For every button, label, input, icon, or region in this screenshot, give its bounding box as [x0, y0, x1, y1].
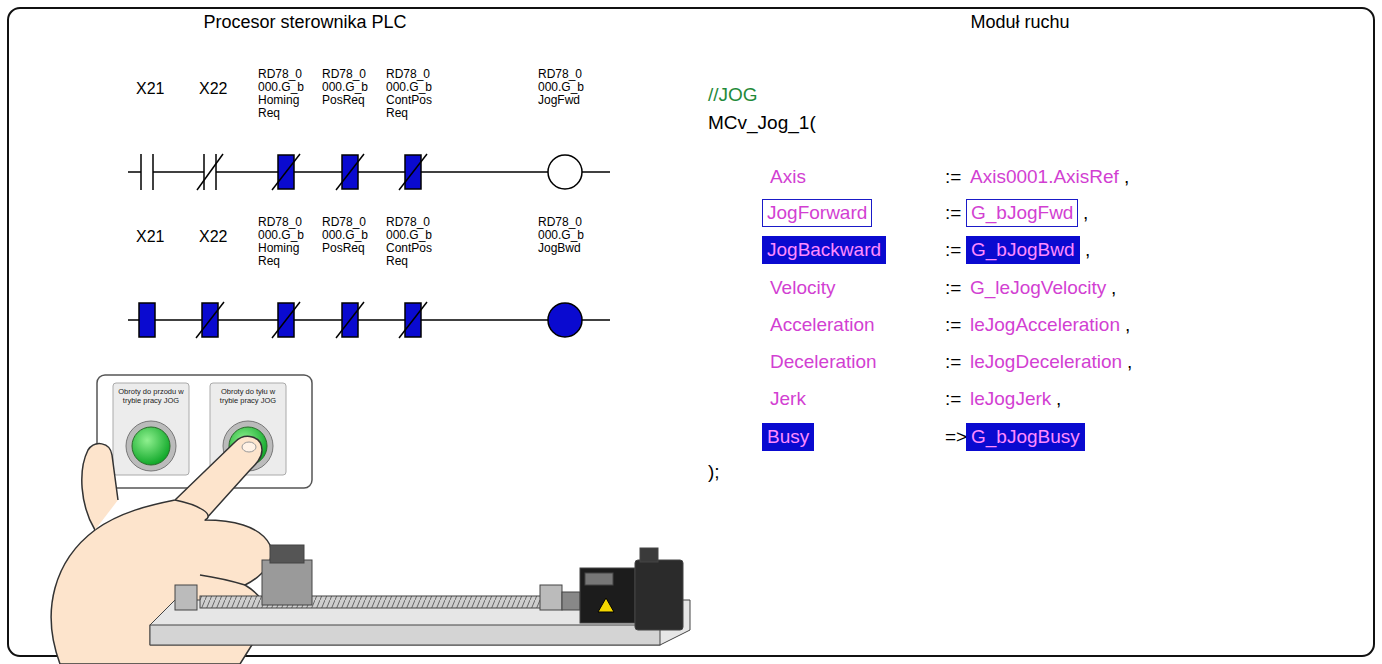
parameter-value: G_leJogVelocity [970, 276, 1106, 300]
separator-comma: , [1083, 201, 1088, 225]
function-block-call: MCv_Jog_1( [708, 111, 816, 135]
variable-box: G_bJogFwd [966, 199, 1078, 227]
code-token: G_bJogFwd [971, 202, 1073, 223]
section-title: Moduł ruchu [895, 12, 1145, 33]
parameter-name: Axis [770, 165, 806, 189]
output-operator: => [945, 425, 967, 449]
contact-label: RD78_0 000.G_b PosReq [322, 216, 374, 255]
separator-comma: , [1124, 165, 1129, 189]
parameter-name: Acceleration [770, 313, 875, 337]
assign-operator: := [945, 276, 961, 300]
separator-comma: , [1125, 313, 1130, 337]
contact-label: RD78_0 000.G_b ContPos Req [386, 68, 438, 120]
code-token: G_bJogBusy [971, 426, 1080, 447]
variable-box: G_bJogBwd [966, 236, 1080, 264]
assign-operator: := [945, 201, 961, 225]
section-title: Procesor sterownika PLC [180, 12, 430, 33]
ball-screw-stage [150, 545, 690, 645]
code-close: ); [708, 460, 720, 484]
coil-label: RD78_0 000.G_b JogFwd [538, 68, 590, 107]
parameter-name-box: JogForward [762, 199, 872, 227]
code-token: JogForward [767, 202, 867, 223]
separator-comma: , [1127, 350, 1132, 374]
parameter-value: leJogDeceleration [970, 350, 1122, 374]
code-token: G_bJogBwd [971, 239, 1075, 260]
contact-label: RD78_0 000.G_b Homing Req [258, 68, 310, 120]
assign-operator: := [945, 313, 961, 337]
code-comment: //JOG [708, 83, 758, 107]
assign-operator: := [945, 238, 961, 262]
contact-label: RD78_0 000.G_b PosReq [322, 68, 374, 107]
separator-comma: , [1056, 387, 1061, 411]
assign-operator: := [945, 387, 961, 411]
ladder-rung [128, 154, 610, 190]
parameter-name: Velocity [770, 276, 835, 300]
button-label: Obroty do przodu w trybie pracy JOG [118, 388, 184, 405]
contact-label: X21 [136, 80, 164, 98]
separator-comma: , [1111, 276, 1116, 300]
coil-label: RD78_0 000.G_b JogBwd [538, 216, 590, 255]
contact-label: X22 [199, 80, 227, 98]
contact-label: RD78_0 000.G_b ContPos Req [386, 216, 438, 268]
code-token: JogBackward [767, 239, 881, 260]
parameter-value: leJogJerk [970, 387, 1051, 411]
ladder-rung [128, 302, 610, 338]
button-label: Obroty do tyłu w trybie pracy JOG [215, 388, 281, 405]
parameter-name: Jerk [770, 387, 806, 411]
contact-label: X21 [136, 228, 164, 246]
assign-operator: := [945, 350, 961, 374]
parameter-name: Deceleration [770, 350, 877, 374]
assign-operator: := [945, 165, 961, 189]
contact-label: X22 [199, 228, 227, 246]
parameter-name-box: Busy [762, 423, 814, 451]
parameter-name-box: JogBackward [762, 236, 886, 264]
parameter-value: Axis0001.AxisRef [970, 165, 1119, 189]
separator-comma: , [1085, 238, 1090, 262]
variable-box: G_bJogBusy [966, 423, 1085, 451]
code-token: Busy [767, 426, 809, 447]
contact-label: RD78_0 000.G_b Homing Req [258, 216, 310, 268]
parameter-value: leJogAcceleration [970, 313, 1120, 337]
